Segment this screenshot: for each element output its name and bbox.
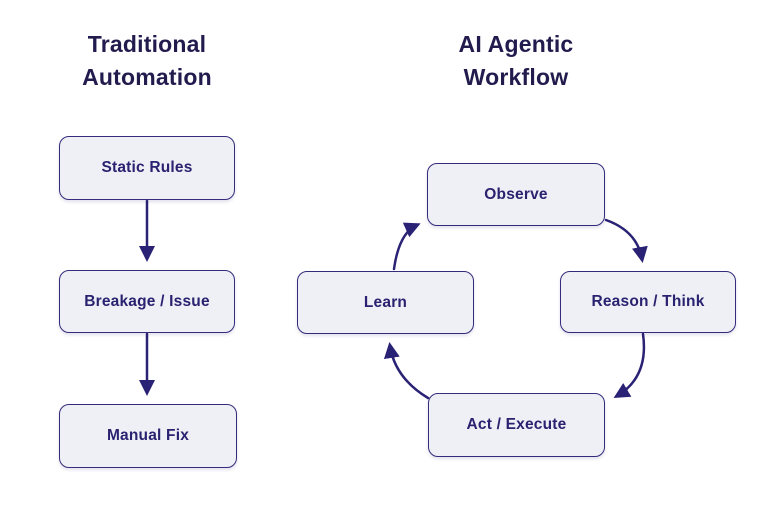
node-label: Static Rules — [101, 159, 193, 176]
node-act-execute: Act / Execute — [428, 393, 605, 457]
node-label: Reason / Think — [591, 293, 705, 310]
arrow-learn-to-observe — [392, 222, 421, 271]
node-static-rules: Static Rules — [59, 136, 235, 200]
node-observe: Observe — [427, 163, 605, 226]
node-breakage-issue: Breakage / Issue — [59, 270, 235, 333]
node-label: Learn — [363, 293, 408, 311]
node-label: Manual Fix — [106, 427, 190, 444]
right-panel-title: AI Agentic Workflow — [458, 31, 574, 90]
node-label: Act / Execute — [466, 416, 567, 433]
node-manual-fix: Manual Fix — [59, 404, 237, 468]
node-label: Observe — [484, 185, 548, 203]
node-reason-think: Reason / Think — [560, 271, 736, 333]
arrow-observe-to-reason — [604, 218, 648, 263]
arrow-reason-to-act — [613, 332, 646, 399]
node-label: Breakage / Issue — [84, 292, 210, 310]
node-learn: Learn — [297, 271, 474, 334]
arrow-act-to-learn — [383, 342, 430, 400]
left-panel-title: Traditional Automation — [82, 31, 212, 90]
